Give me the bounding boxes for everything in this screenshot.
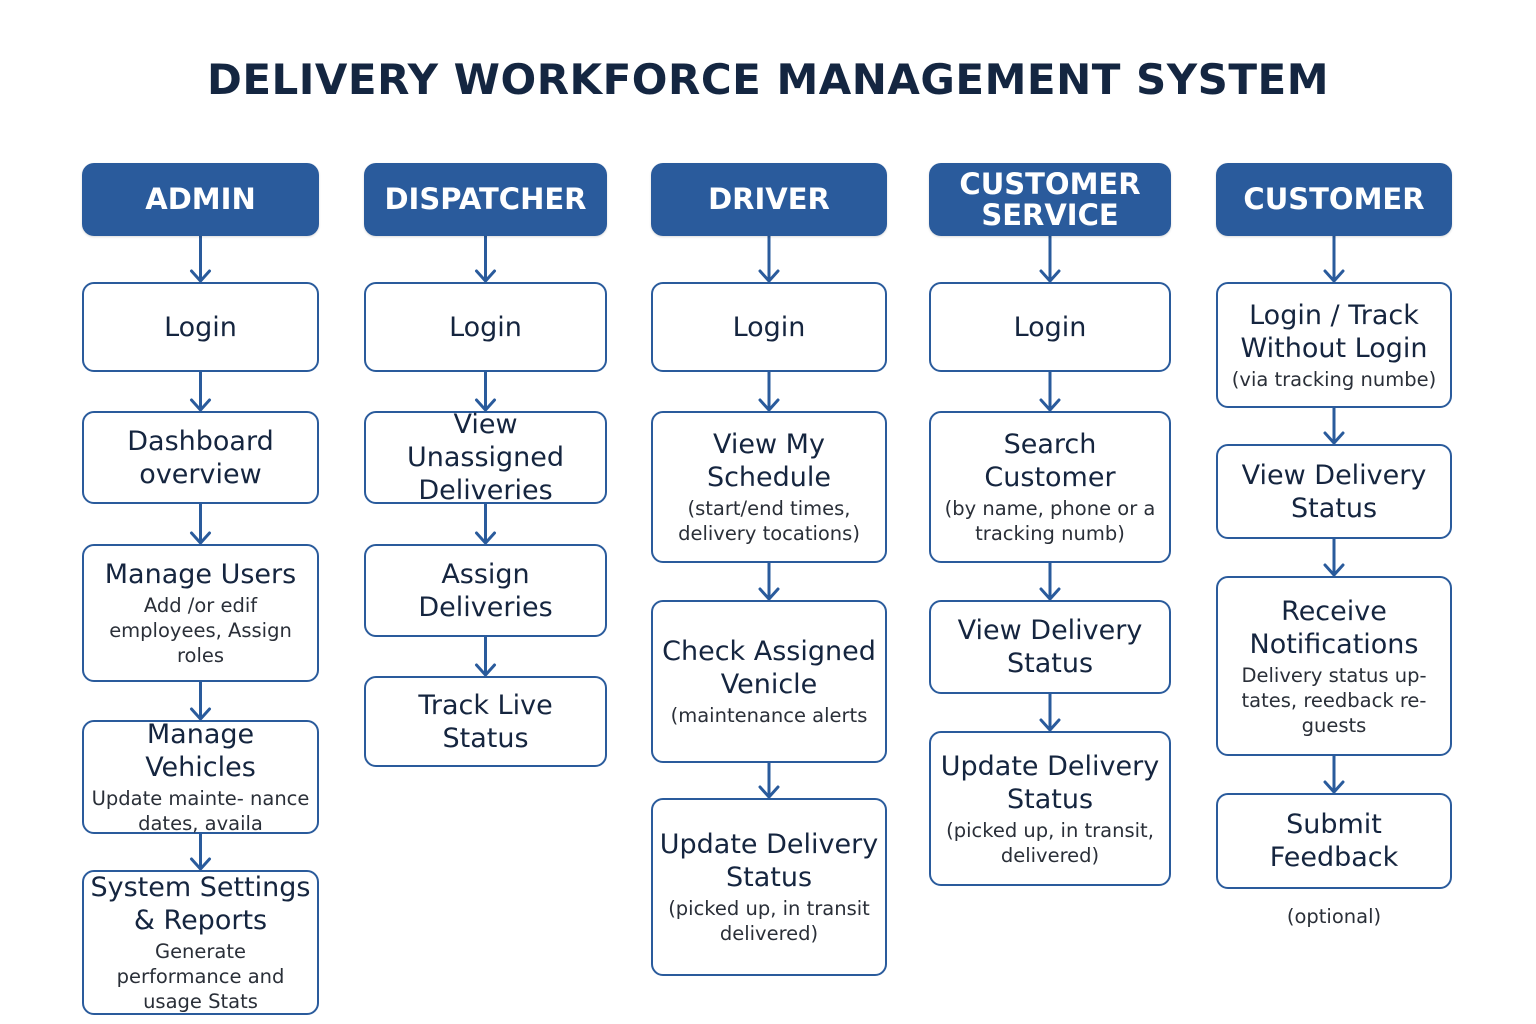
step-title: View Delivery Status [1241, 459, 1427, 524]
step-title: Submit Feedback [1269, 809, 1399, 873]
flow-arrow-head-icon [1039, 398, 1061, 412]
step-box: Login [82, 282, 319, 372]
step-title: Search Customer [984, 429, 1116, 493]
step-title: Manage Users [104, 559, 297, 590]
step-box: Update Delivery Status(picked up, in tra… [929, 731, 1171, 886]
step-title: Login [449, 311, 522, 343]
flow-arrow-head-icon [1039, 269, 1061, 283]
flow-arrow-head-icon [190, 269, 211, 283]
step-title: Login [732, 311, 806, 343]
flow-arrow-head-icon [758, 398, 780, 412]
step-title: Login [1013, 311, 1087, 343]
flow-arrow-head-icon [1039, 718, 1061, 732]
flow-arrow-head-icon [758, 587, 780, 601]
step-title: Check Assigned Venicle [662, 636, 876, 700]
role-header: DISPATCHER [364, 163, 607, 236]
step-title: Login / Track Without Login [1240, 299, 1428, 364]
flow-arrow-head-icon [1323, 563, 1345, 577]
flow-arrow-head-icon [758, 785, 780, 799]
flow-arrow-head-icon [1039, 587, 1061, 601]
step-title: Login [164, 311, 237, 343]
step-box: Login [364, 282, 607, 372]
step-title: View Unassigned Deliveries [406, 409, 565, 506]
step-box: Search Customer(by name, phone or a trac… [929, 411, 1171, 563]
step-box: View My Schedule(start/end times, delive… [651, 411, 887, 563]
flow-arrow-head-icon [475, 269, 496, 283]
step-box: View Unassigned Deliveries [364, 409, 607, 506]
step-description: Add /or edif employees, Assign roles [109, 594, 292, 667]
step-box: Login / Track Without Login (via tracking… [1216, 282, 1452, 408]
flow-arrow-head-icon [190, 398, 211, 412]
flow-arrow-head-icon [190, 531, 211, 545]
step-description: Delivery status up- tates, reedback re- … [1241, 663, 1427, 737]
flow-arrow-head-icon [190, 857, 211, 871]
flow-arrow-head-icon [475, 531, 496, 545]
step-box: Check Assigned Venicle (maintenance alert… [651, 600, 887, 763]
step-title: Track Live Status [418, 689, 553, 754]
step-title: View Delivery Status [957, 615, 1143, 679]
step-box: Submit Feedback [1216, 793, 1452, 889]
flow-arrow-head-icon [758, 269, 780, 283]
step-description: Update mainte- nance dates, availa [91, 787, 310, 835]
step-box: Login [929, 282, 1171, 372]
role-header: ADMIN [82, 163, 319, 236]
step-title: Dashboard overview [127, 425, 274, 490]
step-description: (via tracking numbe) [1231, 367, 1437, 391]
step-box: View Delivery Status [1216, 444, 1452, 539]
step-title: Receive Notifications [1249, 595, 1419, 660]
flow-arrow-head-icon [1323, 269, 1345, 283]
page-title: DELIVERY WORKFORCE MANAGEMENT SYSTEM [206, 55, 1330, 104]
step-description: (by name, phone or a tracking numb) [944, 497, 1156, 545]
role-header: CUSTOMER [1216, 163, 1452, 236]
step-box: Assign Deliveries [364, 544, 607, 637]
step-box: Update Delivery Status(picked up, in tra… [651, 798, 887, 976]
step-box: View Delivery Status [929, 600, 1171, 694]
step-description: (picked up, in transit delivered) [668, 897, 870, 945]
step-box: Login [651, 282, 887, 372]
step-description: (maintenance alerts [670, 704, 868, 727]
step-box: Dashboard overview [82, 411, 319, 504]
step-box: Track Live Status [364, 676, 607, 767]
step-title: System Settings & Reports [90, 872, 311, 936]
step-title: Manage Vehicles [145, 719, 256, 783]
step-title: Update Delivery Status [940, 750, 1160, 815]
step-description: (picked up, in transit, delivered) [946, 818, 1154, 867]
step-note: (optional) [1286, 905, 1382, 928]
flow-arrow-head-icon [190, 707, 211, 721]
step-title: View My Schedule [706, 429, 832, 493]
step-description: (start/end times, delivery tocations) [678, 497, 860, 545]
flow-arrow-head-icon [1323, 431, 1345, 445]
flow-arrow-head-icon [475, 663, 496, 677]
step-description: Generate performance and usage Stats [116, 940, 285, 1013]
role-header: CUSTOMER SERVICE [929, 163, 1171, 236]
role-header: DRIVER [651, 163, 887, 236]
step-title: Assign Deliveries [418, 558, 553, 623]
step-title: Update Delivery Status [659, 829, 879, 893]
flow-arrow-head-icon [475, 398, 496, 412]
flow-arrow-head-icon [1323, 780, 1345, 794]
